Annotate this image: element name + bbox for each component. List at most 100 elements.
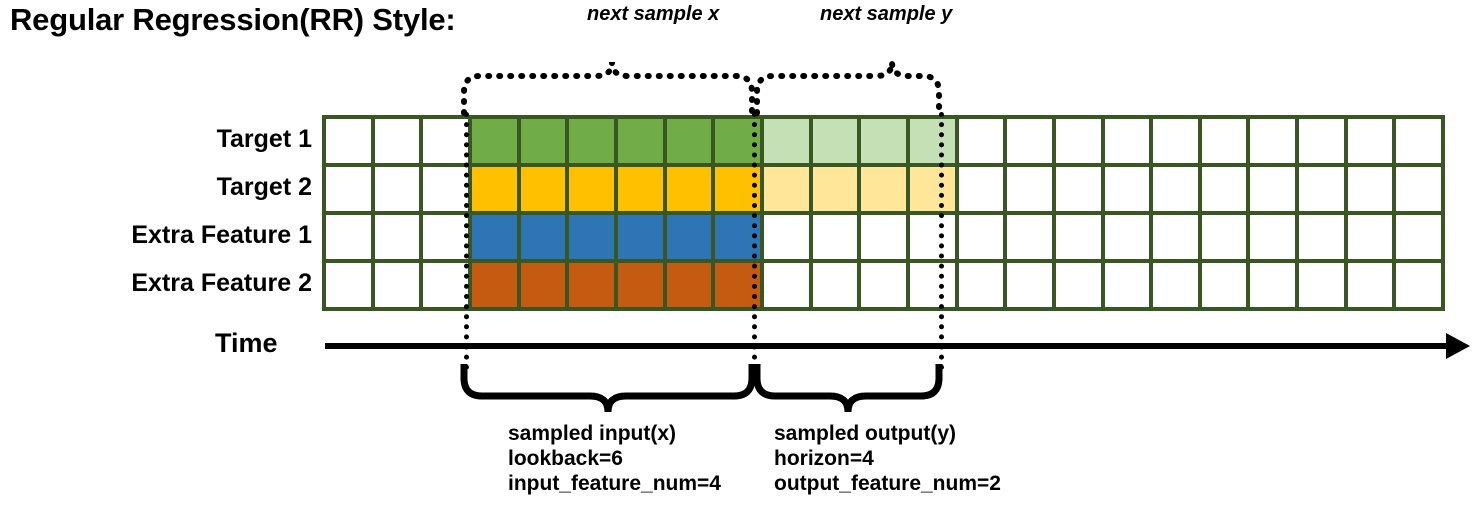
grid-cell — [958, 119, 1004, 163]
grid-row-extra-feature-1 — [326, 215, 1442, 259]
annotation-next-sample-x: next sample x — [587, 3, 720, 25]
grid-cell — [812, 215, 858, 259]
grid-cell — [374, 119, 420, 163]
grid-cell — [569, 119, 614, 163]
grid-cell — [1007, 167, 1052, 211]
grid-cell — [958, 263, 1004, 307]
dotted-brace-next-sample-y — [754, 61, 942, 116]
grid-cell — [909, 215, 955, 259]
timeseries-grid — [322, 115, 1445, 311]
grid-cell — [423, 215, 468, 259]
description-output-line-2: horizon=4 — [774, 447, 874, 470]
grid-cell — [1396, 215, 1442, 259]
description-output-line-1: sampled output(y) — [774, 422, 956, 445]
grid-cell — [1055, 215, 1101, 259]
grid-cell — [326, 167, 371, 211]
grid-cell — [861, 215, 906, 259]
grid-cell — [471, 263, 517, 307]
guide-line-input-start — [464, 112, 469, 370]
grid-cell — [1250, 215, 1296, 259]
grid-cell — [520, 263, 566, 307]
grid-cell — [1201, 263, 1247, 307]
grid-cell — [1201, 215, 1247, 259]
annotation-next-sample-y: next sample y — [820, 3, 953, 25]
grid-cell — [520, 167, 566, 211]
brace-sampled-output — [753, 364, 943, 413]
right-arrow-icon — [325, 333, 1470, 359]
grid-cell — [374, 215, 420, 259]
grid-cell — [1250, 263, 1296, 307]
grid-cell — [1104, 215, 1150, 259]
grid-cell — [1347, 263, 1393, 307]
grid-cell — [1347, 215, 1393, 259]
grid-cell — [812, 167, 858, 211]
grid-cell — [1347, 119, 1393, 163]
grid-cell — [861, 263, 906, 307]
grid-cell — [423, 119, 468, 163]
grid-cell — [1007, 263, 1052, 307]
grid-cell — [958, 215, 1004, 259]
dotted-brace-next-sample-x — [461, 61, 755, 116]
grid-cell — [617, 167, 663, 211]
grid-cell — [1153, 167, 1198, 211]
description-input-line-2: lookback=6 — [508, 447, 623, 470]
grid-cell — [617, 119, 663, 163]
grid-cell — [909, 167, 955, 211]
grid-cell — [958, 167, 1004, 211]
grid-cell — [1153, 263, 1198, 307]
grid-cell — [374, 167, 420, 211]
grid-cell — [861, 119, 906, 163]
brace-sampled-input — [460, 364, 756, 413]
grid-row-extra-feature-2 — [326, 263, 1442, 307]
grid-cell — [1299, 119, 1344, 163]
grid-cell — [666, 119, 712, 163]
row-label-target-2: Target 2 — [216, 173, 312, 201]
description-sampled-output: sampled output(y) horizon=4 output_featu… — [774, 421, 1001, 496]
grid-cell — [861, 167, 906, 211]
grid-cell — [1055, 119, 1101, 163]
row-label-target-1: Target 1 — [216, 125, 312, 153]
grid-cell — [666, 215, 712, 259]
grid-cell — [520, 215, 566, 259]
grid-row-target-1 — [326, 119, 1442, 163]
grid-cell — [471, 215, 517, 259]
description-output-line-3: output_feature_num=2 — [774, 472, 1001, 495]
grid-cell — [763, 215, 809, 259]
grid-cell — [1055, 167, 1101, 211]
grid-cell — [763, 119, 809, 163]
page-title: Regular Regression(RR) Style: — [10, 2, 456, 37]
grid-cell — [569, 215, 614, 259]
grid-cell — [617, 263, 663, 307]
grid-cell — [1201, 167, 1247, 211]
grid-cell — [909, 119, 955, 163]
guide-line-output-end — [939, 112, 944, 370]
grid-cell — [812, 119, 858, 163]
grid-cell — [423, 263, 468, 307]
grid-cell — [1104, 119, 1150, 163]
grid-cell — [1104, 167, 1150, 211]
grid-cell — [326, 215, 371, 259]
grid-cell — [1250, 119, 1296, 163]
description-input-line-1: sampled input(x) — [508, 422, 677, 445]
description-sampled-input: sampled input(x) lookback=6 input_featur… — [508, 421, 721, 496]
row-label-column: Target 1 Target 2 Extra Feature 1 Extra … — [0, 116, 312, 310]
grid-cell — [471, 167, 517, 211]
grid-row-target-2 — [326, 167, 1442, 211]
grid-cell — [666, 167, 712, 211]
grid-cell — [1396, 119, 1442, 163]
grid-cell — [1153, 215, 1198, 259]
grid-cell — [1299, 215, 1344, 259]
grid-cell — [1007, 215, 1052, 259]
grid-cell — [1347, 167, 1393, 211]
row-label-extra-feature-2: Extra Feature 2 — [131, 269, 312, 297]
grid-cell — [666, 263, 712, 307]
row-label-extra-feature-1: Extra Feature 1 — [131, 221, 312, 249]
grid-cell — [1007, 119, 1052, 163]
grid-cell — [423, 167, 468, 211]
grid-cell — [569, 263, 614, 307]
grid-cell — [374, 263, 420, 307]
grid-cell — [569, 167, 614, 211]
grid-cell — [326, 263, 371, 307]
grid-cell — [471, 119, 517, 163]
